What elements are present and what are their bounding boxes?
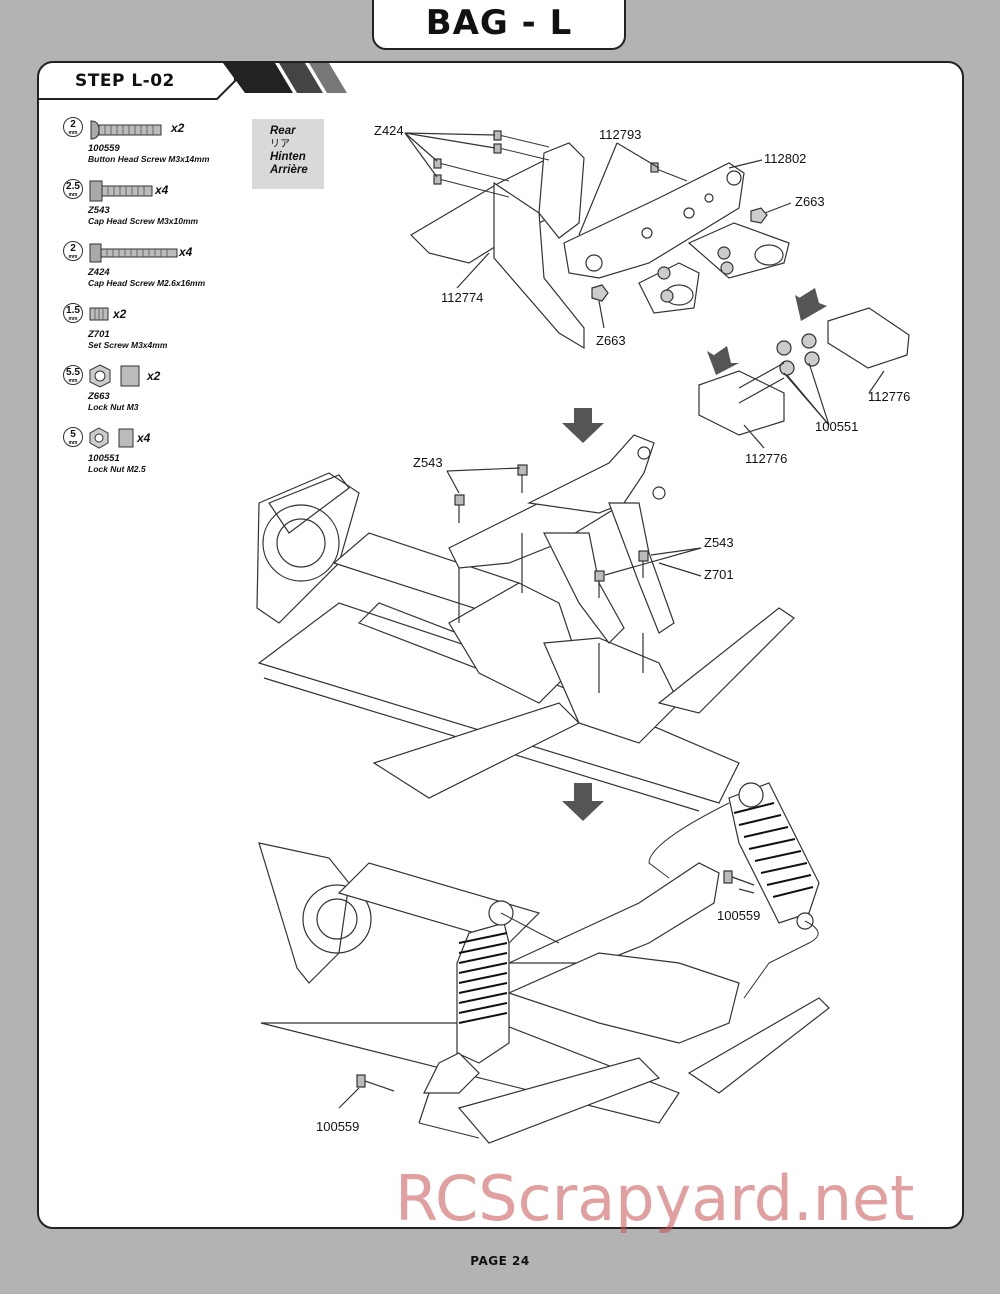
part-code: Z543 (88, 205, 110, 216)
size-value: 5 (70, 429, 76, 440)
part-qty: x4 (155, 183, 169, 197)
rear-note-jp: リア (270, 139, 290, 150)
size-value: 1.5 (66, 305, 80, 316)
size-unit: mm (68, 254, 78, 260)
body-mount-blocks (698, 307, 910, 449)
chassis-assembly-bottom (258, 782, 830, 1144)
callout-z663-top: Z663 (795, 194, 825, 209)
direction-arrows (562, 288, 827, 821)
button-head-screw-icon (90, 120, 162, 140)
part-qty: x4 (179, 245, 193, 259)
callout-z701: Z701 (704, 567, 734, 582)
callout-112776-right: 112776 (868, 389, 911, 404)
assembly-diagram (256, 130, 910, 1144)
rear-note-fr: Arrière (270, 164, 308, 176)
part-code: 100551 (88, 453, 120, 464)
shock-tower-exploded (404, 130, 792, 350)
rear-note-en: Rear (270, 125, 296, 137)
page-number: PAGE 24 (470, 1254, 530, 1268)
cap-head-screw-icon (89, 243, 178, 263)
part-qty: x2 (147, 369, 161, 383)
callout-112776-left: 112776 (745, 451, 788, 466)
callout-z543-top: Z543 (413, 455, 443, 470)
part-name: Cap Head Screw M2.6x16mm (88, 278, 206, 288)
size-unit: mm (68, 192, 78, 198)
size-value: 2 (70, 243, 76, 254)
callout-100551: 100551 (815, 419, 859, 434)
rear-note-de: Hinten (270, 151, 306, 163)
bag-title-tab: BAG - L (372, 0, 626, 50)
size-value: 2.5 (66, 181, 80, 192)
part-name: Set Screw M3x4mm (88, 340, 168, 350)
part-name: Lock Nut M3 (88, 402, 139, 412)
part-qty: x2 (171, 121, 185, 135)
part-code: Z701 (88, 329, 110, 340)
lock-nut-icon (89, 427, 134, 449)
part-qty: x4 (137, 431, 151, 445)
cap-head-screw-icon (89, 180, 153, 202)
set-screw-icon (89, 307, 109, 321)
callout-100559-left: 100559 (316, 1119, 360, 1134)
size-unit: mm (68, 130, 78, 136)
part-name: Cap Head Screw M3x10mm (88, 216, 199, 226)
part-name: Lock Nut M2.5 (88, 464, 146, 474)
callout-112774: 112774 (441, 290, 484, 305)
callout-112793: 112793 (599, 127, 642, 142)
shock-absorber-left (418, 900, 514, 1124)
callout-100559-right: 100559 (717, 908, 761, 923)
rear-note: Rear リア Hinten Arrière (252, 119, 324, 189)
lock-nut-icon (89, 364, 140, 388)
part-code: Z663 (88, 391, 110, 402)
size-unit: mm (68, 378, 78, 384)
size-value: 2 (70, 119, 76, 130)
callout-z543-right: Z543 (704, 535, 734, 550)
size-value: 5.5 (66, 367, 80, 378)
part-name: Button Head Screw M3x14mm (88, 154, 210, 164)
part-qty: x2 (113, 307, 127, 321)
watermark: RCScrapyard.net (395, 1162, 915, 1235)
size-unit: mm (68, 440, 78, 446)
step-header-graphic (39, 63, 347, 100)
callout-z424: Z424 (374, 123, 404, 138)
size-unit: mm (68, 316, 78, 322)
callout-z663-bottom: Z663 (596, 333, 626, 348)
part-code: Z424 (88, 267, 110, 278)
chassis-assembly-middle (256, 434, 795, 812)
step-title: STEP L-02 (75, 71, 175, 91)
callout-112802: 112802 (764, 151, 807, 166)
bag-title: BAG - L (425, 3, 573, 43)
shock-absorber-right (728, 782, 820, 930)
part-code: 100559 (88, 143, 120, 154)
